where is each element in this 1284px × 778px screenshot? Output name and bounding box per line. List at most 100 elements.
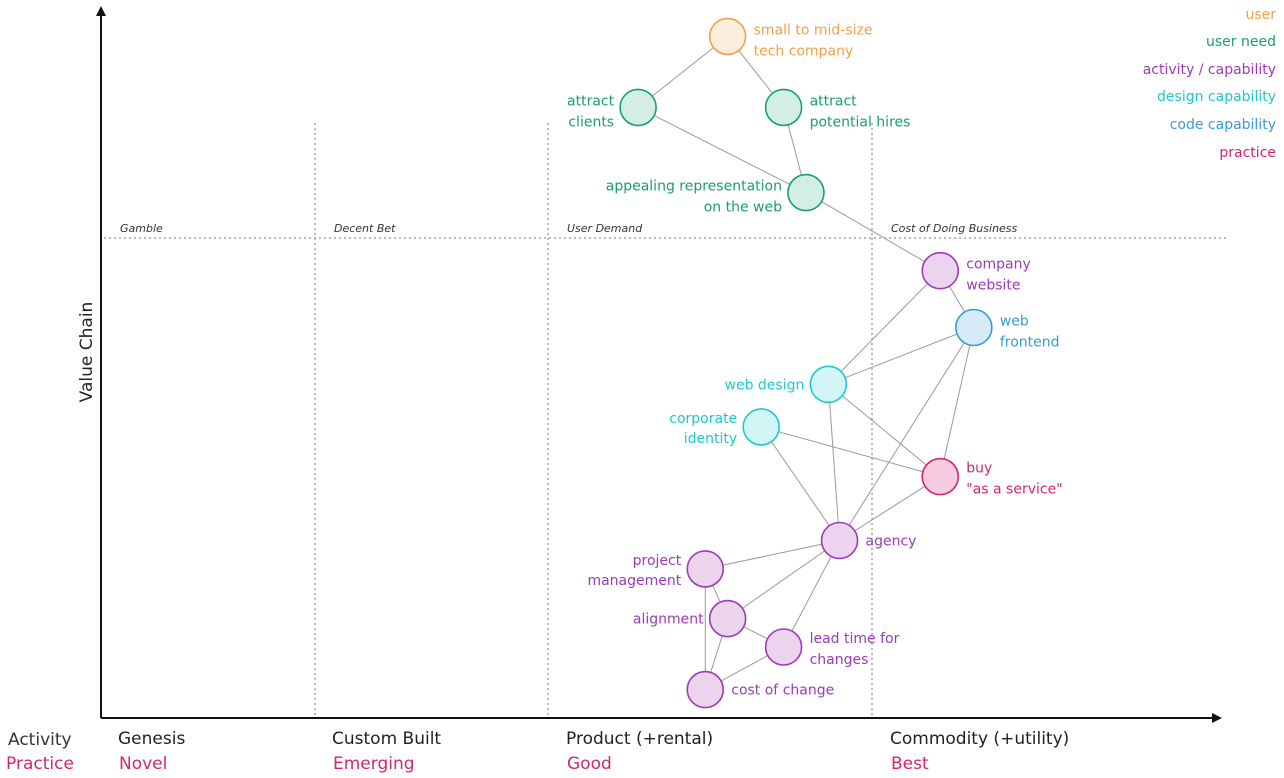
- edge-web_design-saas: [828, 383, 941, 477]
- edge-frontend-saas: [939, 327, 975, 477]
- edge-web_design-agency: [827, 384, 841, 541]
- node-circle[interactable]: [708, 599, 747, 638]
- legend: user user need activity / capability des…: [1143, 7, 1277, 161]
- edge-corp_id-agency: [760, 426, 840, 541]
- node-circle[interactable]: [809, 365, 848, 404]
- node-label-line: frontend: [1000, 335, 1060, 351]
- node-label: buy"as a service": [966, 461, 1062, 498]
- edge-frontend-web_design: [828, 327, 975, 385]
- node-agency[interactable]: agency: [820, 521, 917, 560]
- activity-row-label: Activity: [8, 730, 72, 750]
- node-circle[interactable]: [764, 628, 803, 666]
- legend-item-user: user: [1245, 7, 1276, 23]
- stage-label-product: Product (+rental): [566, 729, 713, 749]
- node-label-line: attract: [567, 93, 615, 109]
- node-circle[interactable]: [820, 521, 859, 560]
- node-label-line: corporate: [669, 411, 737, 427]
- node-label: agency: [866, 534, 917, 550]
- node-label: alignment: [633, 612, 704, 628]
- stage-label-custom-built: Custom Built: [332, 729, 441, 749]
- node-circle[interactable]: [955, 308, 993, 347]
- node-circle[interactable]: [742, 408, 781, 446]
- edge-website-web_design: [827, 270, 941, 385]
- y-axis-title: Value Chain: [77, 302, 97, 403]
- edges: [637, 36, 975, 691]
- node-clients[interactable]: attract clients: [567, 88, 657, 130]
- zone-label-cost-of-doing-business: Cost of Doing Business: [891, 222, 1018, 235]
- node-hires[interactable]: attract potential hires: [764, 88, 911, 130]
- node-label-line: on the web: [704, 200, 782, 216]
- node-lead-time[interactable]: lead time for changes: [764, 628, 900, 668]
- practice-label-good: Good: [567, 754, 612, 774]
- edge-agency-alignment: [727, 540, 840, 620]
- node-label: corporate identity: [669, 411, 737, 447]
- node-label-line: agency: [866, 534, 917, 550]
- node-label-line: potential hires: [810, 114, 911, 130]
- node-label-line: identity: [684, 431, 737, 447]
- edge-saas-agency: [839, 476, 941, 541]
- node-label-line: attract: [810, 93, 858, 109]
- edge-web_rep-website: [805, 192, 941, 272]
- node-label: web design: [725, 377, 805, 393]
- node-label-line: company: [966, 257, 1031, 273]
- node-circle[interactable]: [764, 88, 803, 127]
- edge-user-clients: [637, 36, 728, 108]
- node-label-line: appealing representation: [606, 179, 782, 195]
- node-label-line: website: [966, 278, 1020, 294]
- node-cost-change[interactable]: cost of change: [686, 670, 834, 709]
- node-label-line: management: [587, 573, 681, 589]
- node-web-rep[interactable]: appealing representation on the web: [606, 173, 825, 216]
- node-circle[interactable]: [921, 457, 960, 496]
- node-label: appealing representation on the web: [606, 179, 782, 216]
- node-pm[interactable]: project management: [587, 550, 725, 589]
- edge-corp_id-saas: [761, 426, 941, 478]
- zone-label-gamble: Gamble: [120, 222, 163, 235]
- node-label: cost of change: [731, 683, 834, 699]
- node-label-line: tech company: [754, 43, 854, 59]
- node-alignment[interactable]: alignment: [633, 599, 747, 638]
- legend-item-code-capability: code capability: [1170, 117, 1276, 133]
- node-label-line: clients: [568, 114, 614, 130]
- node-label-line: cost of change: [731, 683, 834, 699]
- legend-item-user-need: user need: [1206, 34, 1276, 50]
- edge-clients-web_rep: [637, 106, 807, 194]
- node-label: project management: [587, 553, 681, 589]
- stage-label-commodity: Commodity (+utility): [890, 729, 1069, 749]
- edge-agency-lead_time: [783, 540, 840, 648]
- node-label: company website: [966, 257, 1031, 294]
- node-circle[interactable]: [686, 550, 725, 588]
- practice-label-best: Best: [891, 754, 929, 774]
- node-circle[interactable]: [921, 251, 960, 290]
- node-circle[interactable]: [708, 17, 747, 56]
- node-web-design[interactable]: web design: [725, 365, 848, 404]
- node-circle[interactable]: [787, 173, 825, 212]
- edge-agency-pm: [705, 540, 840, 570]
- node-label-line: lead time for: [810, 631, 900, 647]
- node-circle[interactable]: [619, 88, 657, 127]
- stage-label-genesis: Genesis: [118, 729, 185, 749]
- node-corp-id[interactable]: corporate identity: [669, 408, 781, 447]
- node-label: attract clients: [567, 93, 615, 130]
- practice-label-novel: Novel: [119, 754, 167, 774]
- node-label-line: changes: [810, 652, 869, 668]
- practice-label-emerging: Emerging: [333, 754, 415, 774]
- node-label-line: project: [633, 553, 682, 569]
- node-circle[interactable]: [686, 670, 725, 709]
- node-website[interactable]: company website: [921, 251, 1031, 294]
- node-label-line: alignment: [633, 612, 704, 628]
- legend-item-activity: activity / capability: [1143, 62, 1276, 78]
- zone-label-user-demand: User Demand: [567, 222, 643, 235]
- node-label-line: web design: [725, 377, 805, 393]
- zone-label-decent-bet: Decent Bet: [334, 222, 396, 235]
- node-saas[interactable]: buy"as a service": [921, 457, 1063, 498]
- legend-item-design-capability: design capability: [1157, 89, 1276, 105]
- node-label-line: "as a service": [966, 482, 1062, 498]
- legend-item-practice: practice: [1219, 145, 1276, 161]
- edge-frontend-agency: [839, 327, 975, 541]
